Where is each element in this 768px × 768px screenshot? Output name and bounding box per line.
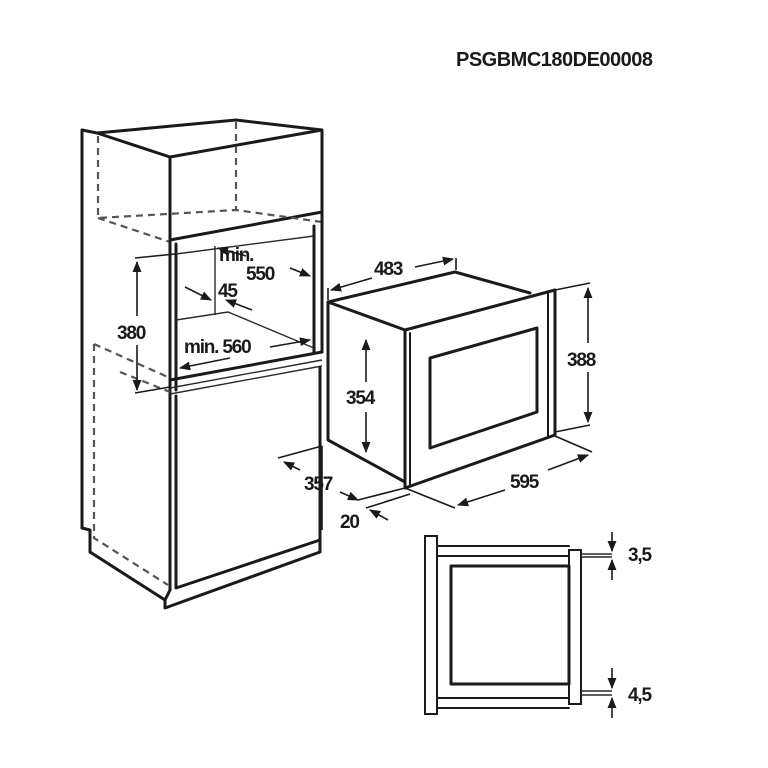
top-offset-value: 3,5 <box>628 545 652 566</box>
niche-width-value: min. 560 <box>184 337 251 358</box>
cabinet-drawing <box>80 118 324 610</box>
microwave-dimensions <box>277 256 593 530</box>
front-height-value: 388 <box>567 350 596 371</box>
front-width-value: 595 <box>510 472 540 493</box>
microwave-drawing <box>326 270 557 490</box>
rear-gap-value: 45 <box>218 281 238 302</box>
niche-depth-label: min. <box>219 245 253 266</box>
body-depth-value: 357 <box>304 474 333 495</box>
front-thickness-value: 20 <box>340 512 359 533</box>
side-section-drawing <box>424 535 612 715</box>
product-code: PSGBMC180DE00008 <box>456 49 653 71</box>
depth-top-value: 483 <box>374 259 403 280</box>
niche-height-value: 380 <box>117 323 146 344</box>
body-height-value: 354 <box>346 388 376 409</box>
bottom-offset-value: 4,5 <box>628 685 652 706</box>
cabinet-dimensions <box>132 246 312 394</box>
niche-depth-value: 550 <box>246 264 275 285</box>
